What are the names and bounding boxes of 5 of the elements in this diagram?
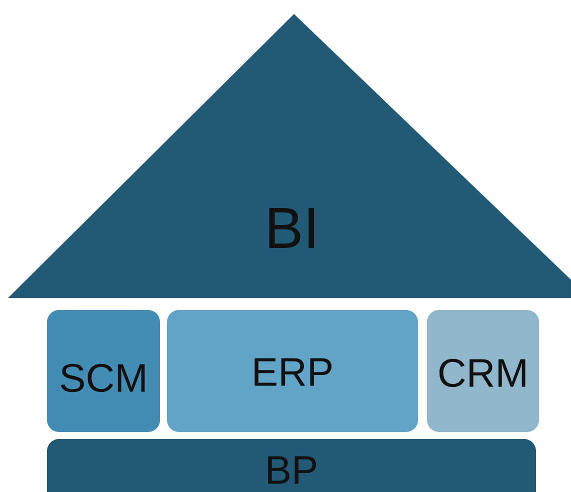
module-box: SCM xyxy=(47,310,160,432)
module-box: CRM xyxy=(427,310,539,432)
base-bar: BP xyxy=(47,438,536,492)
roof-triangle: BI xyxy=(8,14,571,298)
module-box: ERP xyxy=(167,310,418,432)
